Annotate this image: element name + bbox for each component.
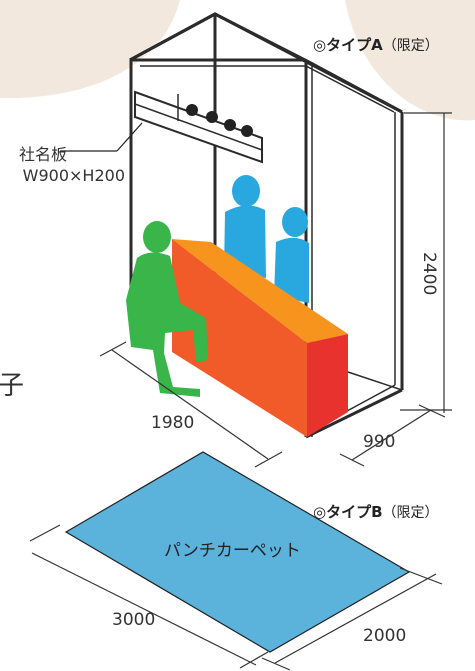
type-a-qualifier: （限定） <box>382 38 439 54</box>
height-dimension <box>400 112 452 413</box>
type-b-title: ◎タイプB <box>313 503 383 521</box>
signboard-note: 社名板 W900×H200 <box>7 144 125 186</box>
depth-a-label: 990 <box>363 432 396 452</box>
type-a-label: ◎タイプA（限定） <box>313 36 439 54</box>
standing-person-icon <box>274 207 309 303</box>
corner-blob-left <box>0 0 180 99</box>
seated-person-icon <box>126 221 208 397</box>
depth-b-label: 2000 <box>363 626 407 646</box>
corner-blob-right <box>345 0 475 121</box>
signboard-name: 社名板 <box>18 145 67 164</box>
width-dimension-b <box>29 524 269 669</box>
signboard-size: W900×H200 <box>22 166 125 185</box>
height-dimension-label: 2400 <box>419 252 439 296</box>
type-a-title: ◎タイプA <box>313 36 383 54</box>
reception-counter <box>172 239 348 437</box>
width-b-label: 3000 <box>112 610 156 630</box>
type-b-label: ◎タイプB（限定） <box>313 503 439 521</box>
width-a-label: 1980 <box>151 413 195 433</box>
width-dimension-a <box>99 341 283 468</box>
depth-dimension-b <box>261 567 443 671</box>
company-signboard <box>134 90 263 164</box>
partial-edge-char: 子 <box>0 371 25 401</box>
depth-dimension-a <box>339 404 446 467</box>
carpet-label: パンチカーペット <box>164 541 301 561</box>
signboard-leader-slant <box>116 122 143 152</box>
type-b-qualifier: （限定） <box>382 505 439 521</box>
